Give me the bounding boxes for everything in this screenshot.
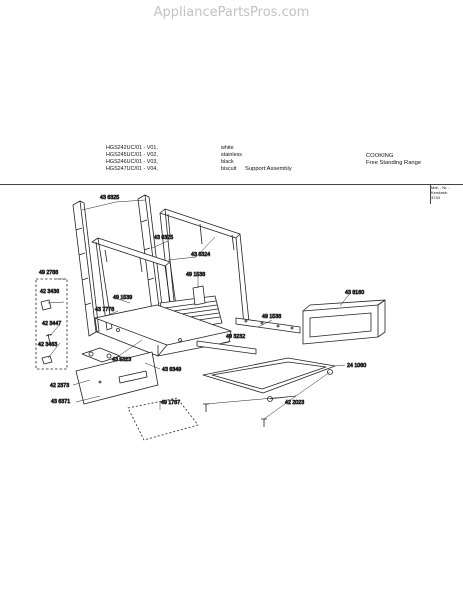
watermark: AppliancePartsPros.com: [153, 5, 310, 20]
part-number-label: 43 6325: [154, 235, 173, 241]
corner-note: Mat. - Nr. - Kendastr. 3743: [431, 185, 463, 200]
part-number-label: 43 6371: [51, 399, 70, 405]
part-number-label: 43 5323: [112, 357, 131, 363]
header-divider: [0, 184, 463, 185]
screw-set: [203, 403, 267, 427]
range-type-label: Free Standing Range: [366, 160, 422, 166]
model-number: HGS242UC/01 - V01,: [106, 145, 158, 151]
part-number-label: 43 6349: [162, 367, 181, 373]
category-label: COOKING: [366, 153, 394, 159]
part-number-label: 49 2788: [39, 270, 58, 276]
model-color: stainless: [221, 152, 242, 158]
part-number-label: 42 3463: [38, 342, 57, 348]
leveling-feet: [81, 347, 121, 363]
part-number-label: 49 1538: [186, 272, 205, 278]
part-number-label: 49 3232: [226, 334, 245, 340]
corner-divider: [430, 184, 431, 204]
model-number: HGS247UC/01 - V04,: [106, 166, 158, 172]
corner-note-line: 3743: [431, 195, 440, 200]
toe-kick-plate: [75, 351, 159, 405]
drawer-glide-frame: [202, 357, 336, 402]
drawer-panel: [302, 299, 386, 345]
part-number-label: 49 1787: [161, 400, 180, 406]
side-rail: [196, 340, 257, 355]
part-number-label: 49 1539: [113, 295, 132, 301]
leader-lines: [47, 199, 352, 420]
front-u-frame: [91, 237, 180, 331]
model-color: biscuit: [221, 166, 237, 172]
model-color: white: [221, 145, 234, 151]
base-box: [94, 304, 232, 357]
part-number-label: 42 3436: [40, 289, 59, 295]
small-bracket: [192, 285, 206, 306]
color-list: white stainless black biscuit: [221, 145, 242, 173]
part-number-label: 43 6325: [100, 195, 119, 201]
part-number-label: 49 1538: [262, 314, 281, 320]
part-number-label: 43 8160: [345, 290, 364, 296]
right-rail: [235, 317, 301, 334]
model-list: HGS242UC/01 - V01, HGS245UC/01 - V02, HG…: [106, 145, 158, 173]
model-color: black: [221, 159, 234, 165]
part-number-label: 42 2023: [285, 400, 304, 406]
part-number-label: 43 7778: [95, 307, 114, 313]
model-number: HGS246UC/01 - V03,: [106, 159, 158, 165]
title-block: HGS242UC/01 - V01, HGS245UC/01 - V02, HG…: [0, 145, 463, 185]
part-number-label: 42 3447: [42, 321, 61, 327]
model-number: HGS245UC/01 - V02,: [106, 152, 158, 158]
part-number-label: 24 1060: [347, 363, 366, 369]
assembly-title: Support Assembly: [245, 166, 292, 172]
left-frame-rail: [72, 200, 100, 337]
part-number-label: 42 2373: [50, 383, 69, 389]
category-block: COOKING Free Standing Range: [366, 153, 421, 167]
corner-note-line: Mat. - Nr. - Kendastr.: [431, 185, 450, 195]
hardware-inset-box: [35, 278, 68, 370]
part-number-label: 43 6324: [191, 252, 210, 258]
bottom-panel: [127, 397, 199, 441]
